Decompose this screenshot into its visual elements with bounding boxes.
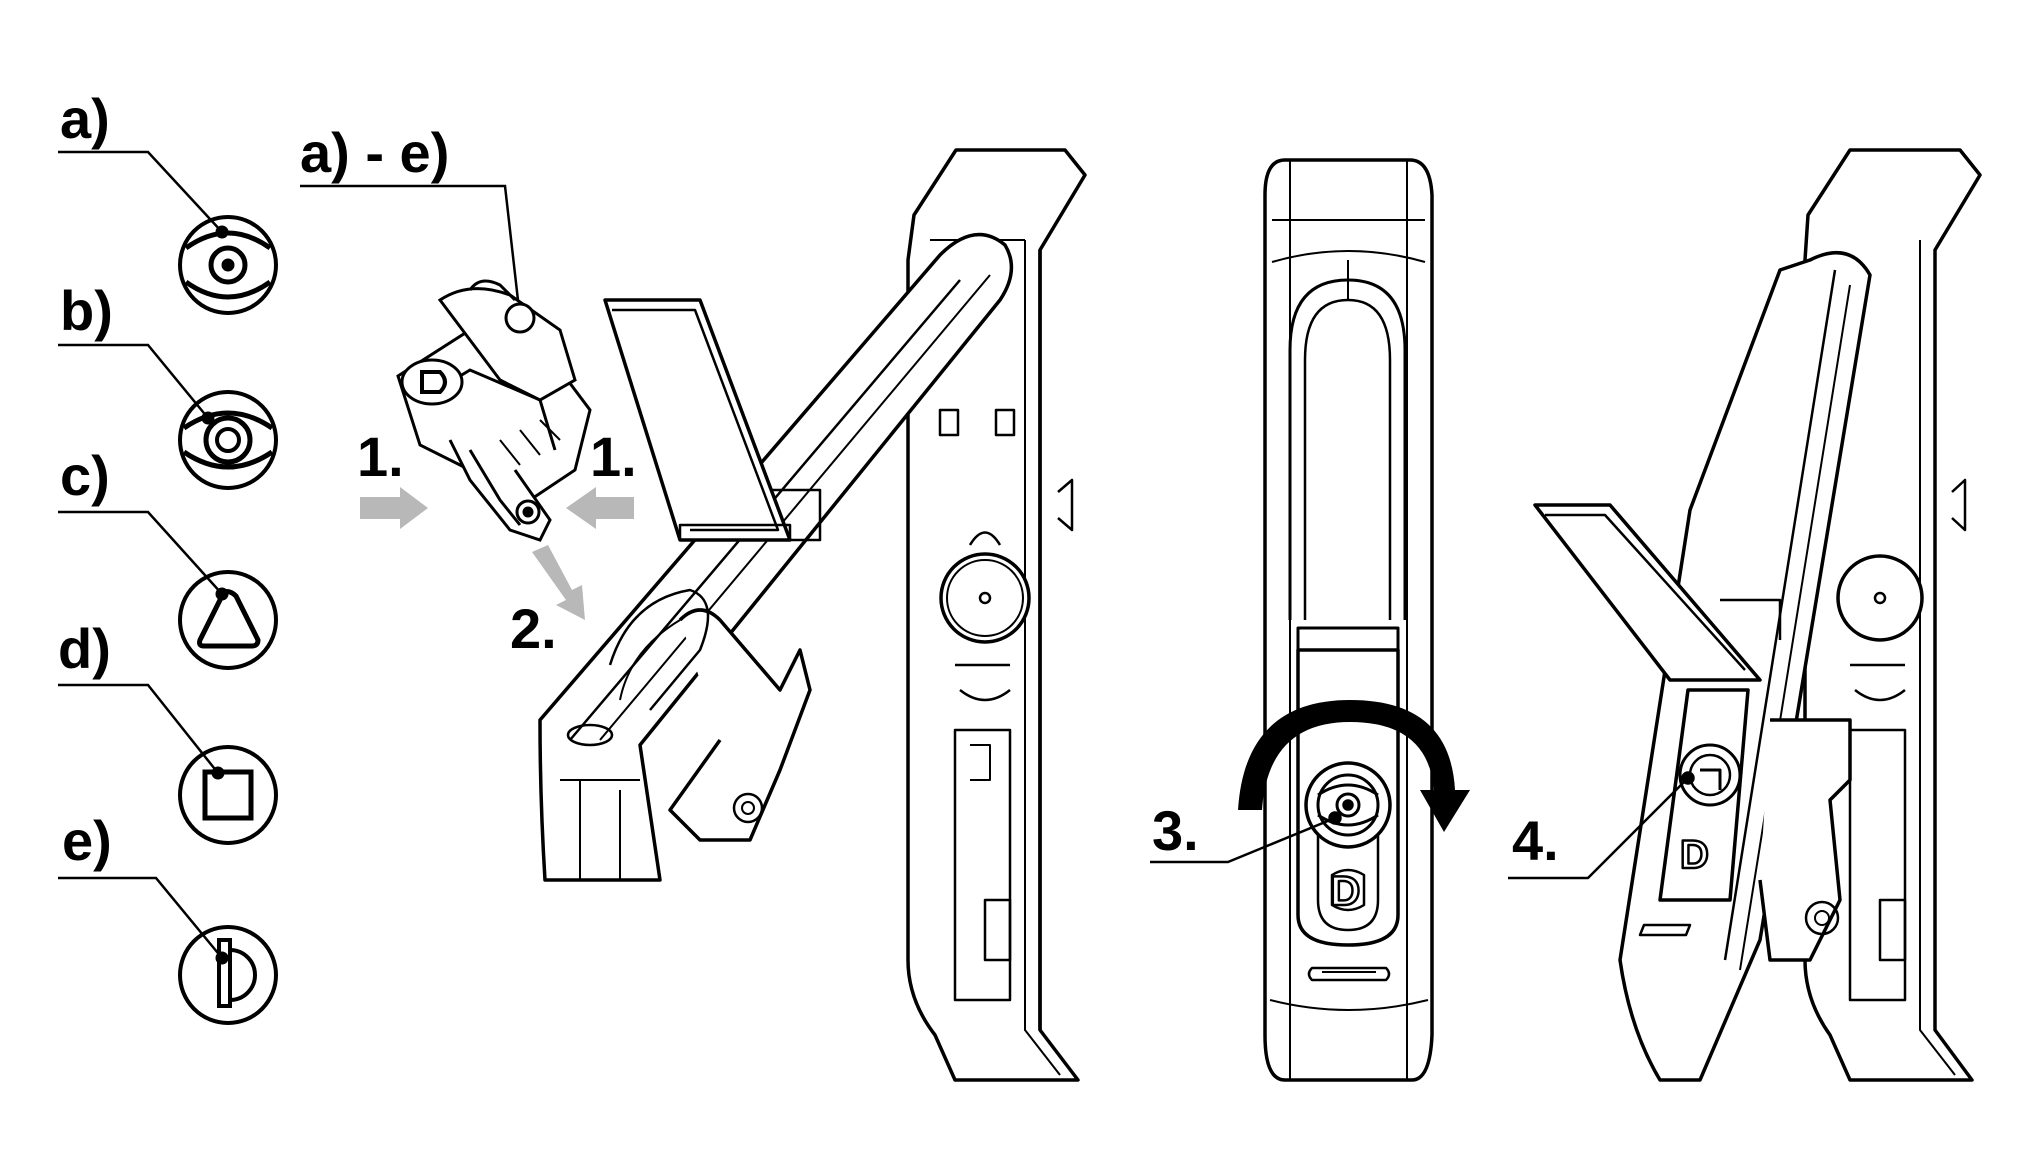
rotate-arrow-icon (1238, 700, 1470, 832)
legend-label-a: a) (60, 87, 110, 150)
legend-item-d: d) (58, 617, 278, 845)
half-moon-key-icon (178, 925, 278, 1025)
cylinder-letter-installed: D (1680, 833, 1709, 877)
step3-label: 3. (1152, 799, 1199, 862)
insert-legend: a) b) c) (58, 87, 278, 1025)
arrow-right-icon (360, 487, 428, 529)
legend-item-a: a) (58, 87, 278, 315)
legend-label-d: d) (58, 617, 111, 680)
step-arrows: 1. 1. 2. (357, 425, 637, 660)
step1-left-label: 1. (357, 425, 404, 488)
triangle-key-icon (178, 570, 278, 670)
cylinder-letter-front: D (1330, 867, 1360, 914)
step1-right-label: 1. (590, 425, 637, 488)
handle-front: D (1150, 158, 1470, 1082)
cylinder-insert: a) - e) (300, 121, 592, 542)
legend-item-e: e) (58, 809, 278, 1025)
step4-label: 4. (1512, 809, 1559, 872)
legend-label-e: e) (62, 809, 112, 872)
insert-label: a) - e) (300, 121, 449, 184)
double-circle-dot-icon (178, 215, 278, 315)
handle-open-1 (538, 148, 1087, 1082)
double-circle-ring-icon (178, 390, 278, 490)
legend-label-b: b) (60, 279, 113, 342)
arrow-down-icon (532, 545, 585, 620)
legend-item-b: b) (58, 279, 278, 490)
handle-open-2: D (1508, 148, 1982, 1082)
legend-label-c: c) (60, 444, 110, 507)
arrow-left-icon (566, 487, 634, 529)
legend-item-c: c) (58, 444, 278, 670)
square-key-icon (178, 745, 278, 845)
step2-label: 2. (510, 597, 557, 660)
